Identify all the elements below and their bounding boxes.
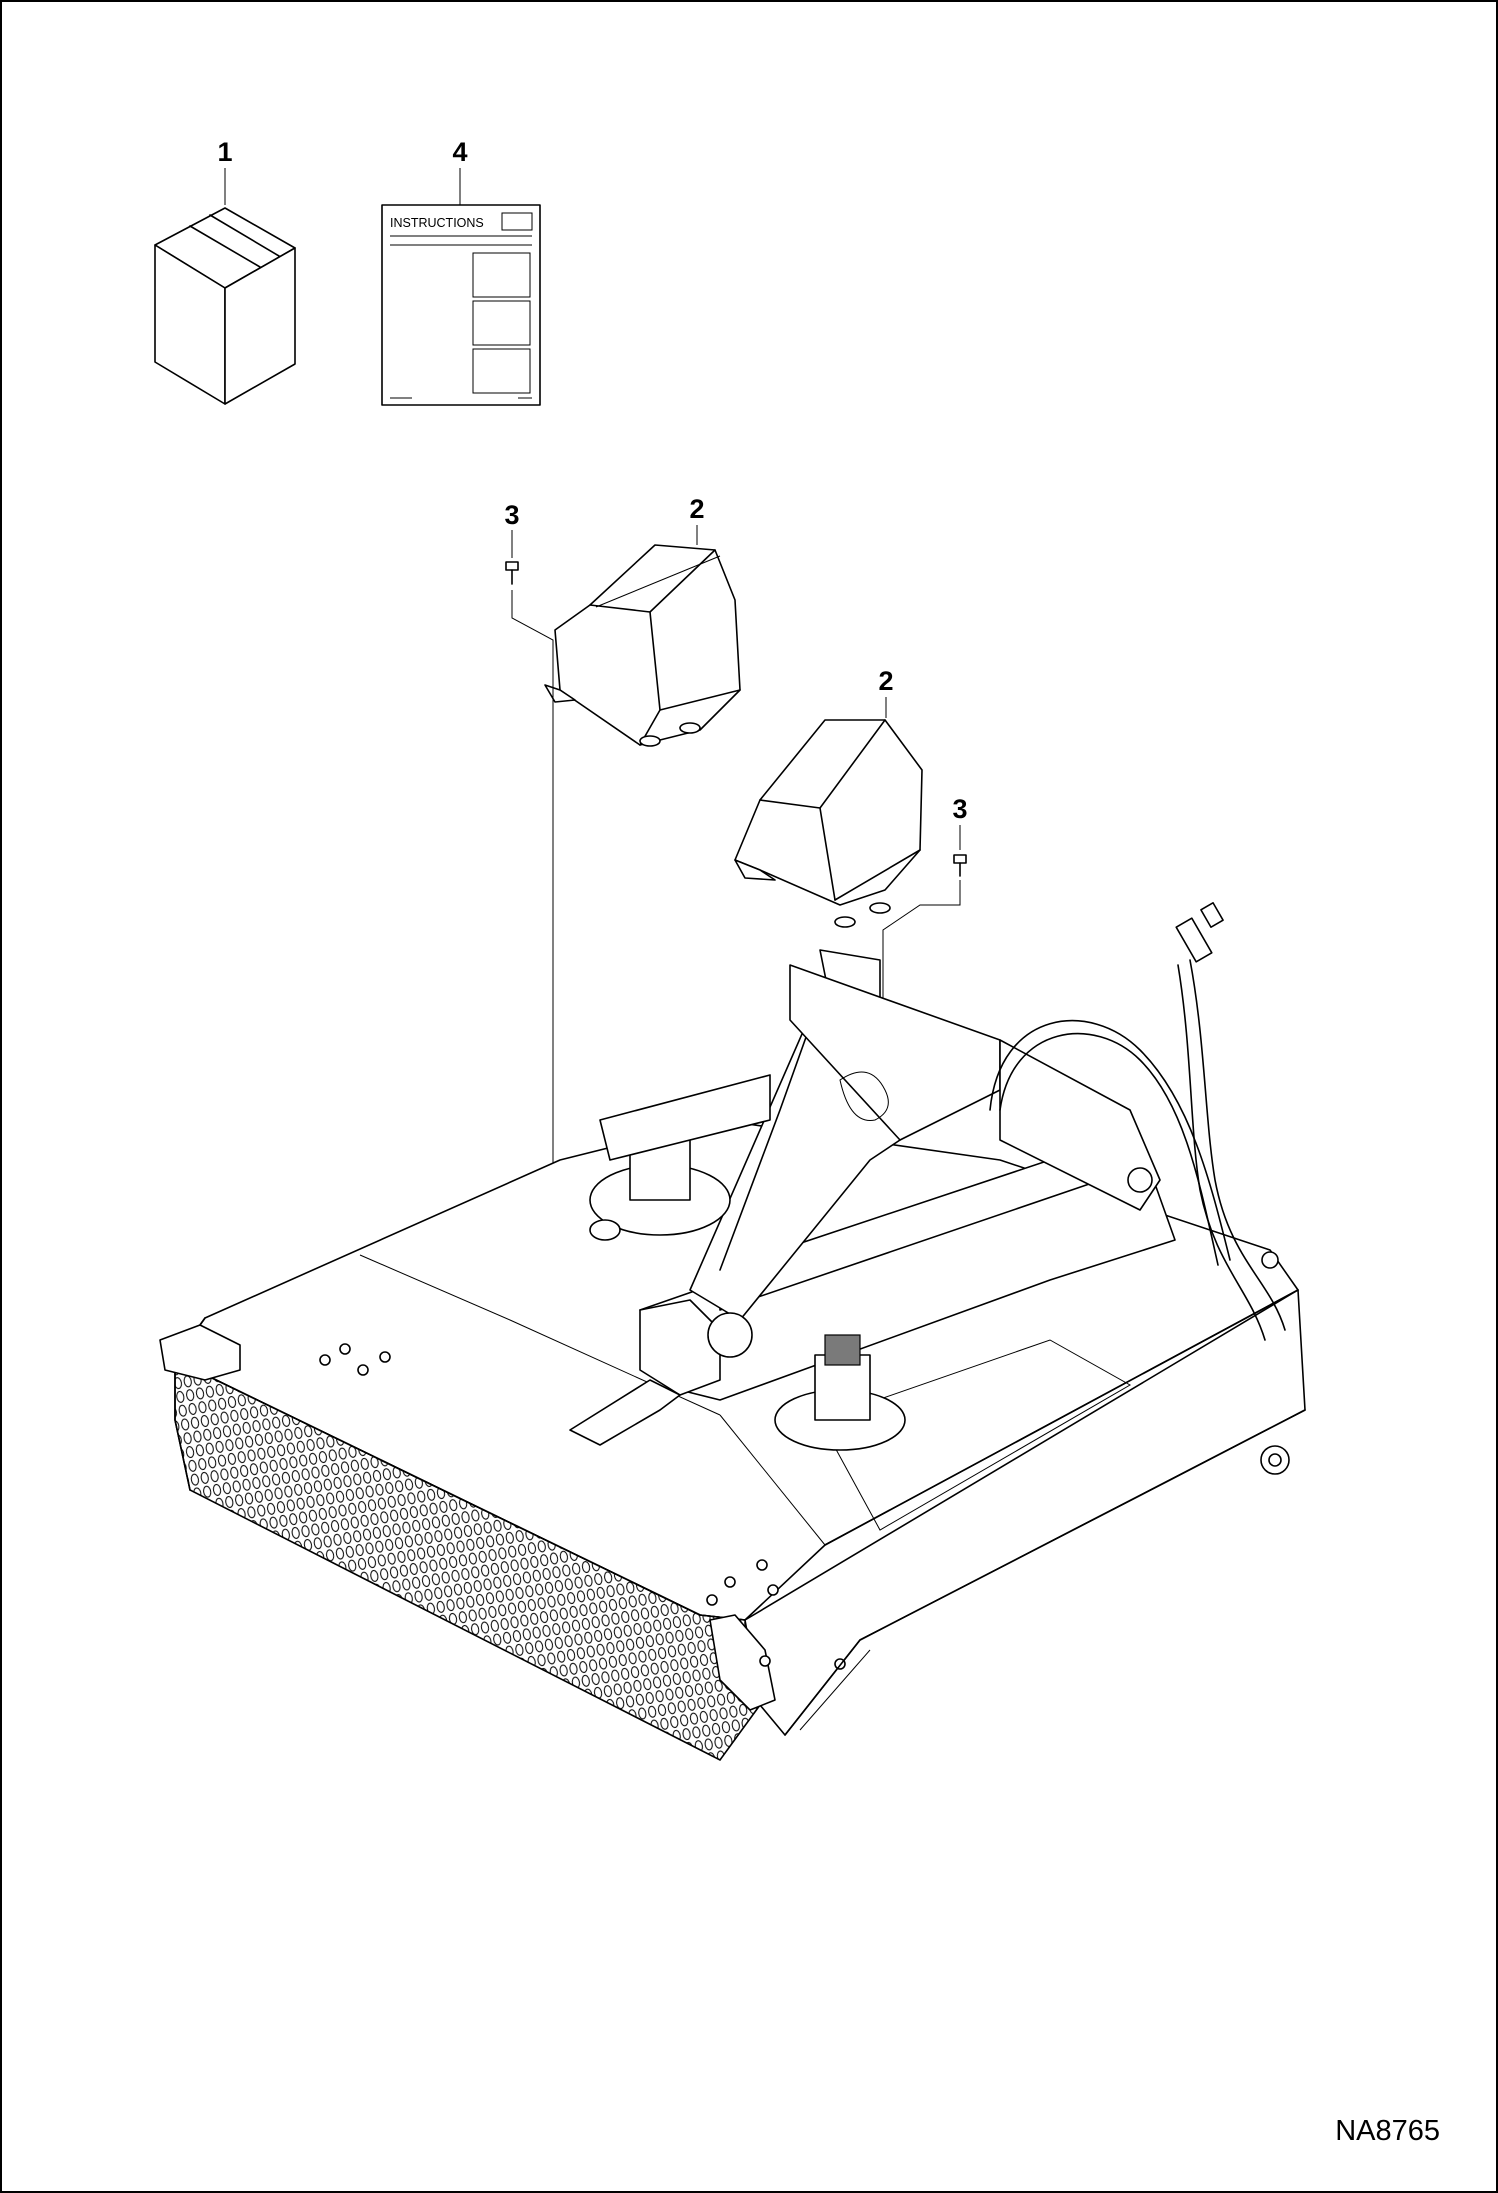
manual-title: INSTRUCTIONS [390, 216, 484, 230]
mower-frame [569, 949, 1176, 1451]
bolt-left: 3 [504, 500, 554, 1200]
callout-3-right: 3 [952, 794, 967, 824]
drawing-reference-number: NA8765 [1335, 2115, 1440, 2147]
callout-3-left: 3 [504, 500, 519, 530]
gearbox-cover-lower: 2 [734, 666, 923, 928]
callout-4: 4 [452, 137, 467, 167]
callout-2-lower: 2 [878, 666, 893, 696]
gearbox-right [774, 1334, 906, 1451]
box-part: 1 [154, 137, 296, 405]
gearbox-cover-upper: 2 [544, 494, 741, 747]
hydraulic-hoses [989, 902, 1286, 1341]
instructions-manual-part: 4 INSTRUCTIONS [381, 137, 541, 406]
callout-1: 1 [217, 137, 232, 167]
callout-2-upper: 2 [689, 494, 704, 524]
